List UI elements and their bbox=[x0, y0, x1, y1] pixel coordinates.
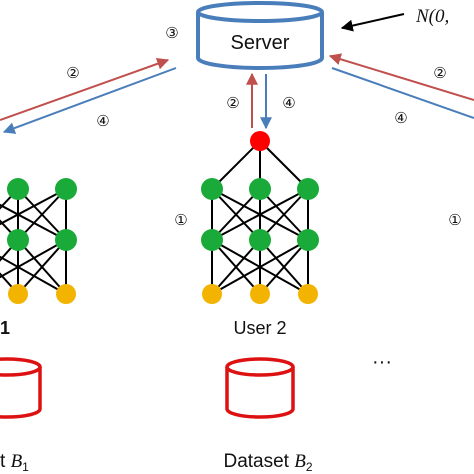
dataset-2-label: Dataset B2 bbox=[223, 451, 312, 474]
network-edge bbox=[211, 140, 261, 190]
step-1-right: ① bbox=[448, 211, 461, 229]
network-edge bbox=[0, 219, 19, 241]
network-edge bbox=[0, 239, 67, 279]
user-2-network-input-node bbox=[202, 284, 222, 304]
network-edge bbox=[211, 239, 309, 295]
user-2-network-input-node bbox=[298, 284, 318, 304]
user-2-network-hidden-node bbox=[249, 229, 271, 251]
download-arrow-right bbox=[331, 67, 474, 119]
network-edge bbox=[17, 239, 67, 295]
step-1-center: ① bbox=[174, 211, 187, 229]
network-edge bbox=[259, 239, 309, 295]
user-2-network-output-node bbox=[250, 131, 270, 151]
server-cylinder: Server bbox=[196, 1, 324, 70]
user-1-network-hidden-node bbox=[7, 178, 29, 200]
network-edge bbox=[0, 239, 19, 262]
user-2-network-input-node bbox=[250, 284, 270, 304]
user-2-network-hidden-node bbox=[201, 229, 223, 251]
network-edge bbox=[0, 272, 19, 295]
upload-arrow-right bbox=[328, 53, 474, 101]
noise-label: N(0, bbox=[415, 6, 449, 27]
user-2-network-hidden-node bbox=[249, 178, 271, 200]
step-3-label: ③ bbox=[165, 24, 178, 42]
network-edge bbox=[259, 140, 309, 190]
step-2-right: ② bbox=[433, 64, 446, 82]
network-edge bbox=[259, 188, 309, 241]
network-edge bbox=[17, 188, 67, 241]
user-2-network-hidden-node bbox=[297, 229, 319, 251]
user-1-network-hidden-node bbox=[7, 229, 29, 251]
network-edge bbox=[211, 188, 261, 241]
step-4-left: ④ bbox=[96, 112, 109, 130]
step-4-center: ④ bbox=[282, 94, 295, 112]
step-4-right: ④ bbox=[394, 109, 407, 127]
user-1-network-hidden-node bbox=[55, 229, 77, 251]
network-edge bbox=[211, 188, 309, 241]
dataset-2-cylinder bbox=[225, 357, 295, 419]
noise-arrow bbox=[340, 13, 405, 32]
network-edges bbox=[0, 140, 309, 295]
user-2-network-hidden-node bbox=[201, 178, 223, 200]
network-edge bbox=[0, 188, 67, 226]
user-1-network-input-node bbox=[56, 284, 76, 304]
network-edge bbox=[211, 239, 261, 295]
download-arrow-left bbox=[2, 67, 177, 134]
network-nodes bbox=[7, 131, 319, 304]
step-2-center: ② bbox=[226, 94, 239, 112]
user-1-network-input-node bbox=[8, 284, 28, 304]
user-2-label: User 2 bbox=[233, 318, 286, 338]
user-2-network-hidden-node bbox=[297, 178, 319, 200]
dataset-1-label: t B1 bbox=[0, 451, 29, 474]
network-edge bbox=[0, 188, 19, 210]
user-1-network-hidden-node bbox=[55, 178, 77, 200]
user-1-label: 1 bbox=[0, 318, 10, 338]
ellipsis: ··· bbox=[372, 351, 392, 373]
dataset-1-cylinder bbox=[0, 357, 42, 419]
step-2-left: ② bbox=[66, 64, 79, 82]
upload-arrow-left bbox=[0, 57, 170, 121]
server-label: Server bbox=[231, 32, 290, 54]
